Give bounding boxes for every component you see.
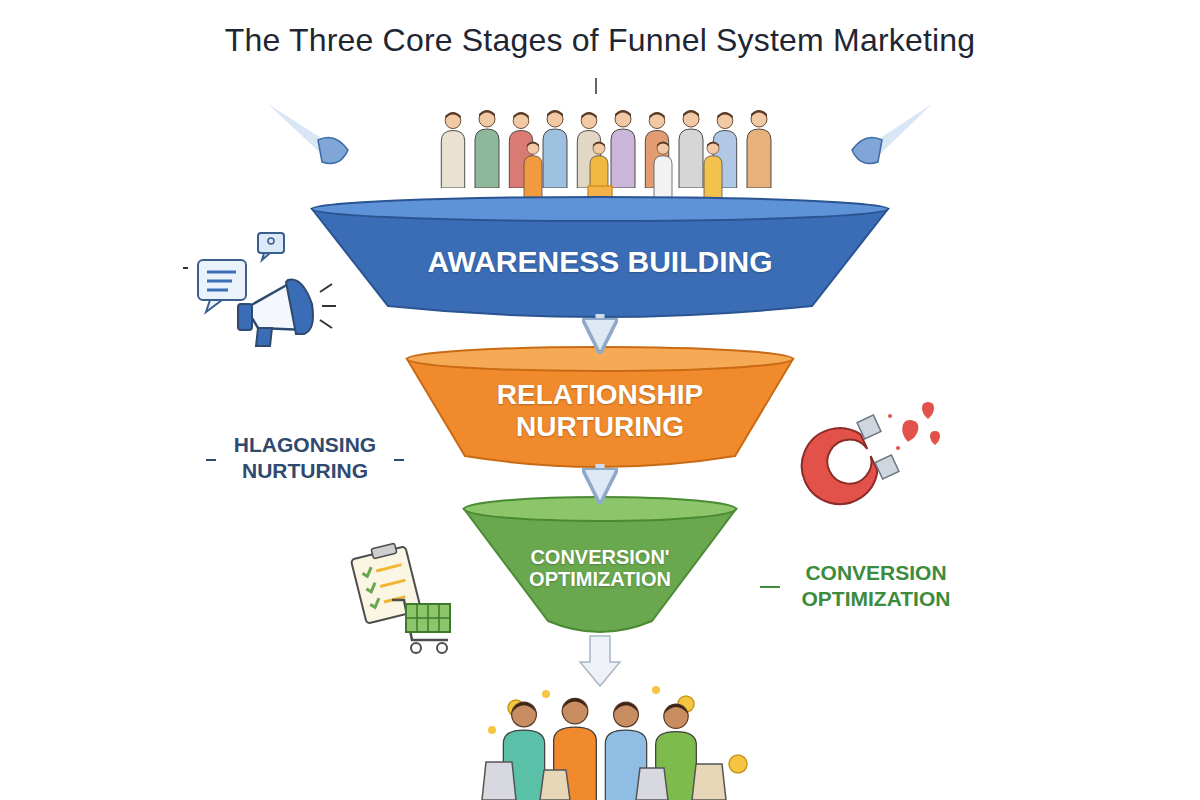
checklist-cart-icon bbox=[437, 643, 447, 653]
megaphone-icon bbox=[207, 271, 236, 274]
megaphone-icon bbox=[268, 238, 274, 244]
funnel-band-rim bbox=[407, 347, 793, 371]
crowd bbox=[524, 142, 542, 201]
megaphone-icon bbox=[258, 233, 284, 253]
megaphone-icon bbox=[183, 233, 336, 346]
happy-customers bbox=[482, 762, 516, 800]
megaphone-icon bbox=[320, 320, 332, 328]
happy-customers bbox=[540, 770, 570, 800]
crowd bbox=[747, 110, 771, 188]
spotlight bbox=[318, 138, 348, 164]
coin bbox=[488, 726, 496, 734]
magnet-icon bbox=[896, 446, 900, 450]
crowd bbox=[543, 110, 567, 188]
crowd bbox=[475, 110, 499, 188]
exit-arrow bbox=[580, 636, 620, 686]
checklist-cart-icon bbox=[406, 604, 450, 632]
funnel-band-rim bbox=[312, 197, 888, 221]
megaphone-icon bbox=[207, 289, 228, 292]
megaphone-icon bbox=[206, 300, 222, 312]
checklist-cart-icon bbox=[406, 617, 450, 619]
checklist-cart-icon bbox=[362, 567, 374, 577]
spotlight bbox=[852, 138, 882, 164]
happy-customers bbox=[482, 698, 726, 800]
spotlight bbox=[595, 78, 597, 94]
megaphone-icon bbox=[256, 328, 272, 346]
label-dash bbox=[394, 459, 404, 461]
coin bbox=[542, 690, 550, 698]
side-label: HLAGONSING NURTURING bbox=[218, 432, 392, 485]
magnet-icon bbox=[789, 402, 940, 517]
megaphone-icon bbox=[183, 267, 188, 269]
magnet-icon bbox=[875, 455, 899, 479]
megaphone-icon bbox=[207, 280, 232, 283]
crowd bbox=[654, 142, 672, 201]
funnel-stage: AWARENESS BUILDING bbox=[310, 195, 890, 320]
label-dash bbox=[206, 459, 216, 461]
checklist-cart-icon bbox=[380, 580, 405, 586]
magnet-icon bbox=[888, 414, 892, 418]
megaphone-icon bbox=[198, 260, 246, 300]
megaphone-icon bbox=[238, 304, 252, 330]
stage-label: CONVERSION' OPTIMIZATION bbox=[514, 515, 686, 621]
funnel-band-body bbox=[464, 509, 736, 632]
stage-label: RELATIONSHIP NURTURING bbox=[463, 365, 737, 456]
coin bbox=[652, 686, 660, 694]
magnet-icon bbox=[930, 431, 940, 445]
crowd bbox=[704, 142, 722, 201]
side-label: CONVERSION OPTIMIZATION bbox=[786, 560, 966, 613]
magnet-icon bbox=[857, 415, 881, 439]
flow-arrow bbox=[596, 314, 605, 347]
happy-customers bbox=[636, 768, 668, 800]
diagram-title: The Three Core Stages of Funnel System M… bbox=[0, 22, 1200, 59]
funnel-stage: CONVERSION' OPTIMIZATION bbox=[462, 495, 738, 635]
checklist-cart-icon bbox=[351, 543, 450, 653]
checklist-cart-icon bbox=[411, 643, 421, 653]
crowd bbox=[611, 110, 635, 188]
megaphone-icon bbox=[286, 280, 313, 335]
flow-arrow bbox=[596, 464, 605, 497]
stage-label: AWARENESS BUILDING bbox=[350, 217, 850, 306]
checklist-cart-icon bbox=[369, 598, 381, 608]
checklist-cart-icon bbox=[371, 543, 397, 559]
magnet-icon bbox=[922, 402, 934, 419]
megaphone-icon bbox=[320, 284, 332, 292]
funnel-stage: RELATIONSHIP NURTURING bbox=[405, 345, 795, 470]
megaphone-icon bbox=[262, 253, 270, 260]
funnel-band-body bbox=[407, 359, 793, 467]
funnel-band-body bbox=[312, 209, 888, 317]
megaphone-icon bbox=[322, 305, 336, 307]
coin bbox=[729, 755, 747, 773]
label-dash bbox=[760, 586, 780, 588]
checklist-cart-icon bbox=[376, 565, 401, 571]
magnet-icon bbox=[900, 419, 920, 443]
checklist-cart-icon bbox=[365, 583, 377, 593]
happy-customers bbox=[692, 764, 726, 800]
crowd bbox=[679, 110, 703, 188]
funnel-band-rim bbox=[464, 497, 736, 521]
crowd bbox=[441, 112, 464, 188]
